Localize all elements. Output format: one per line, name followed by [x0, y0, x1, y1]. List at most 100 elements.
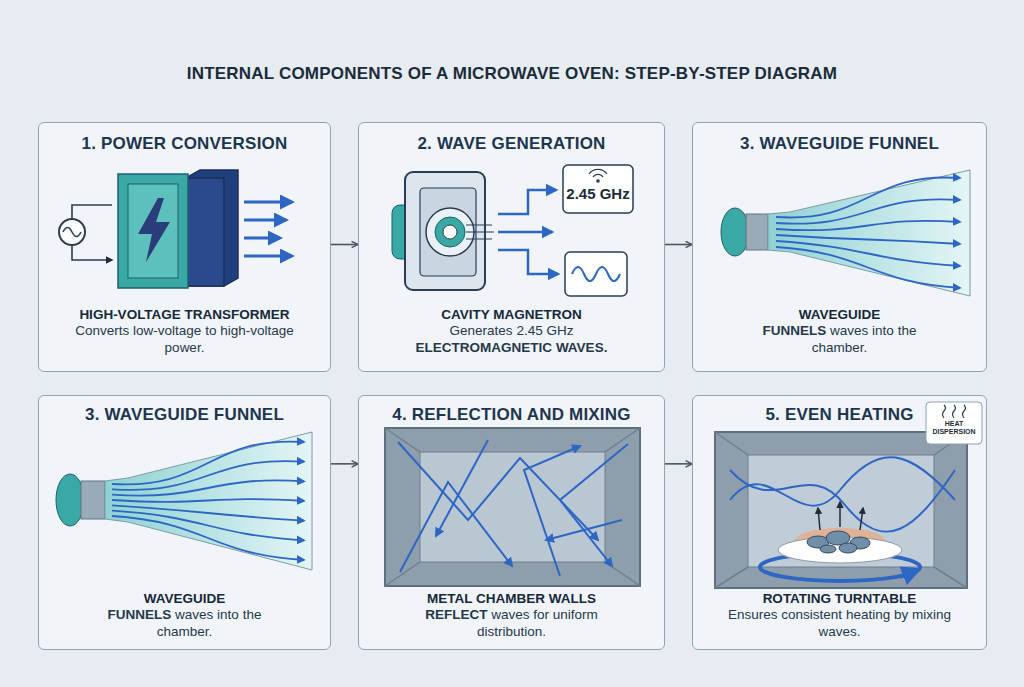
- chamber-illustration-part: [420, 452, 605, 562]
- transformer-illustration-part: [138, 198, 170, 262]
- step-heading: 5. EVEN HEATING: [765, 405, 913, 425]
- flow-arrow: [331, 463, 358, 465]
- chamber-illustration: [385, 428, 640, 586]
- magnetron-illustration-part: [405, 172, 485, 290]
- wave-line: [776, 247, 960, 288]
- transformer-illustration-part: [72, 205, 112, 260]
- turntable-illustration-part: [818, 508, 820, 530]
- magnetron-illustration-part: [563, 165, 633, 213]
- word: for: [533, 607, 549, 622]
- panel-ground-part: [358, 122, 665, 372]
- magnetron-illustration-part: [498, 231, 552, 234]
- word: chamber.: [157, 624, 213, 639]
- step-heading: 3. WAVEGUIDE FUNNEL: [740, 134, 939, 154]
- transformer-illustration-part: [186, 170, 238, 286]
- turntable-illustration-part: [820, 545, 836, 553]
- transformer-illustration: [59, 170, 292, 288]
- word: to: [205, 323, 216, 338]
- wave-line: [112, 480, 304, 495]
- wave-line: [112, 516, 304, 560]
- panel-ground-part: [692, 122, 987, 372]
- word: 2.45: [516, 323, 542, 338]
- turntable-illustration-part: [900, 570, 918, 577]
- emphasis-word: ELECTROMAGNETIC: [416, 340, 553, 355]
- magnetron-illustration-part: [443, 225, 457, 239]
- step-heading: 3. WAVEGUIDE FUNNEL: [85, 405, 284, 425]
- word: waves: [491, 607, 529, 622]
- component-name: WAVEGUIDE: [799, 307, 881, 323]
- turntable-illustration-part: [807, 531, 870, 553]
- panel-ground-part: [692, 395, 987, 650]
- transformer-illustration-part: [128, 184, 178, 278]
- word: into: [217, 607, 239, 622]
- transformer-illustration-part: [186, 178, 224, 286]
- turntable-illustration-part: [839, 543, 857, 553]
- flow-arrow: [665, 244, 692, 246]
- word: Generates: [450, 323, 513, 338]
- magnetron-illustration-part: [572, 267, 620, 281]
- transformer-illustration-part: [244, 201, 292, 204]
- transformer-illustration-part: [59, 219, 85, 245]
- transformer-illustration-part: [244, 219, 286, 222]
- turntable-illustration-part: [715, 432, 967, 588]
- word: waves: [175, 607, 213, 622]
- transformer-illustration-part: [118, 174, 188, 288]
- waveguide-illustration-part: [112, 442, 304, 560]
- turntable-illustration-part: [860, 508, 863, 530]
- waveguide-illustration-part: [105, 432, 312, 570]
- wave-line: [112, 499, 304, 502]
- magnetron-illustration: [392, 165, 633, 296]
- magnetron-illustration-part: [596, 179, 600, 183]
- step-panel: 1. POWER CONVERSIONHIGH-VOLTAGE TRANSFOR…: [38, 122, 331, 372]
- frequency-label: 2.45 GHz: [563, 186, 633, 203]
- word: GHz: [546, 323, 573, 338]
- waveguide-illustration-part: [768, 170, 970, 296]
- emphasis-word: FUNNELS: [108, 607, 172, 622]
- panel-ground-part: [38, 122, 331, 372]
- chamber-illustration-part: [385, 428, 640, 586]
- waveguide-illustration-part: [776, 178, 960, 288]
- waveguide-illustration: [56, 432, 312, 570]
- component-name: HIGH-VOLTAGE TRANSFORMER: [79, 307, 289, 323]
- flow-arrow: [665, 463, 692, 465]
- step-description: Ensures consistent heating by mixing wav…: [725, 607, 955, 641]
- emphasis-word: FUNNELS: [763, 323, 827, 338]
- step-heading: 4. REFLECTION AND MIXING: [392, 405, 630, 425]
- word: waves: [830, 323, 868, 338]
- word: uniform: [553, 607, 598, 622]
- turntable-illustration-part: [926, 402, 982, 444]
- turntable-illustration-part: [818, 502, 863, 530]
- diagram-title: INTERNAL COMPONENTS OF A MICROWAVE OVEN:…: [0, 64, 1024, 84]
- word: into: [872, 323, 894, 338]
- chamber-illustration-part: [398, 440, 628, 576]
- word: Converts: [75, 323, 129, 338]
- turntable-illustration-part: [943, 405, 966, 418]
- chamber-illustration-part: [560, 444, 628, 566]
- wave-line: [776, 221, 960, 230]
- step-description: FUNNELS waves into the chamber.: [90, 607, 280, 641]
- word: Ensures: [728, 607, 778, 622]
- chamber-illustration-part: [400, 482, 512, 572]
- step-description: Converts low-voltage to high-voltage pow…: [60, 323, 310, 357]
- component-name: CAVITY MAGNETRON: [441, 307, 582, 323]
- panel-ground: [38, 122, 987, 650]
- transformer-illustration-part: [244, 202, 292, 256]
- transformer-illustration-part: [244, 237, 280, 240]
- waveguide-illustration-part: [81, 481, 105, 519]
- turntable-illustration-part: [730, 470, 955, 532]
- step-panel: 2. WAVE GENERATIONCAVITY MAGNETRONGenera…: [358, 122, 665, 372]
- magnetron-illustration-part: [435, 217, 465, 247]
- chamber-illustration-part: [398, 442, 598, 540]
- step-description: FUNNELS waves into the chamber.: [745, 323, 935, 357]
- word: mixing: [912, 607, 951, 622]
- wave-line: [112, 461, 304, 490]
- step-panel: 4. REFLECTION AND MIXINGMETAL CHAMBER WA…: [358, 395, 665, 650]
- turntable-illustration-part: [839, 502, 841, 527]
- wave-line: [112, 511, 304, 541]
- component-name: ROTATING TURNTABLE: [763, 591, 917, 607]
- word: high-voltage: [220, 323, 294, 338]
- step-description: Generates 2.45 GHz ELECTROMAGNETIC WAVES…: [397, 323, 627, 357]
- waveguide-illustration: [721, 170, 970, 296]
